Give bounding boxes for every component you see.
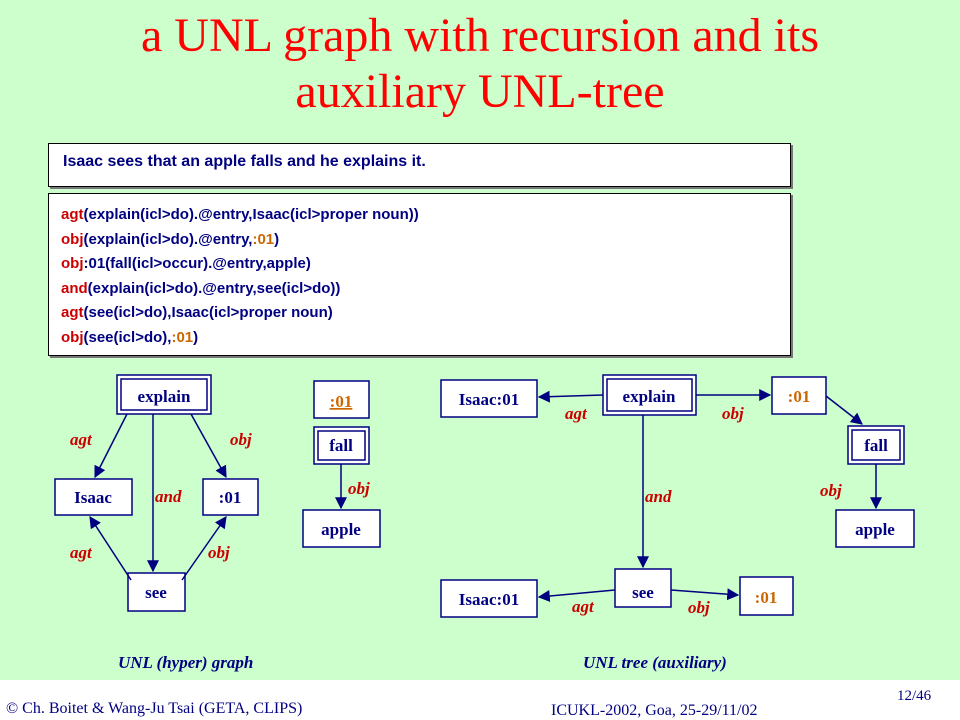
node-label: :01 bbox=[788, 387, 811, 406]
footer-venue: ICUKL-2002, Goa, 25-29/11/02 bbox=[551, 702, 758, 719]
slide-footer: © Ch. Boitet & Wang-Ju Tsai (GETA, CLIPS… bbox=[0, 680, 960, 720]
relation-name: obj bbox=[61, 230, 84, 248]
node-label: apple bbox=[855, 520, 895, 539]
tree-node-isaac-1: Isaac:01 bbox=[440, 379, 538, 418]
tree-node-apple: apple bbox=[835, 509, 915, 548]
slide-title: a UNL graph with recursion and its auxil… bbox=[0, 8, 960, 120]
hyper-graph-caption: UNL (hyper) graph bbox=[118, 653, 253, 672]
edge-label-obj: obj bbox=[208, 543, 230, 562]
edge-arrow bbox=[190, 413, 227, 479]
scope-subgraph: :01 fall apple obj bbox=[302, 380, 381, 548]
node-label: see bbox=[145, 583, 167, 602]
edge-label-and: and bbox=[155, 487, 182, 506]
edge-arrow bbox=[89, 515, 132, 581]
edge-label-agt: agt bbox=[70, 543, 93, 562]
relation-args: (explain(icl>do).@entry,see(icl>do)) bbox=[87, 279, 341, 297]
edge-arrow bbox=[537, 390, 604, 403]
subgraph-node-apple: apple bbox=[302, 509, 381, 548]
edge-label-obj: obj bbox=[230, 430, 252, 449]
edge-label-agt: agt bbox=[70, 430, 93, 449]
sentence-text: Isaac sees that an apple falls and he ex… bbox=[63, 153, 426, 170]
relation-args: (explain(icl>do).@entry, bbox=[83, 230, 253, 248]
unl-expression-box: agt(explain(icl>do).@entry,Isaac(icl>pro… bbox=[48, 193, 791, 356]
relation-name: agt bbox=[61, 304, 84, 321]
edge-label-agt: agt bbox=[565, 404, 588, 423]
title-line-2: auxiliary UNL-tree bbox=[295, 65, 665, 118]
node-label: Isaac:01 bbox=[459, 390, 519, 409]
tree-node-ref-2: :01 bbox=[739, 576, 794, 616]
relation-name: obj bbox=[61, 255, 84, 272]
page-number: 12/46 bbox=[897, 688, 932, 704]
edge-arrow bbox=[670, 588, 740, 601]
tree-node-fall: fall bbox=[847, 425, 905, 465]
unl-tree: Isaac:01 explain :01 fall apple see Isaa… bbox=[440, 374, 915, 672]
tree-node-isaac-2: Isaac:01 bbox=[440, 579, 538, 618]
relation-name: obj bbox=[61, 328, 84, 346]
tree-node-ref-1: :01 bbox=[771, 376, 827, 415]
edge-label-obj: obj bbox=[820, 481, 842, 500]
edge-label-obj: obj bbox=[722, 404, 744, 423]
tree-node-see: see bbox=[614, 568, 672, 608]
relation-close: ) bbox=[274, 230, 280, 248]
edge-label-and: and bbox=[645, 487, 672, 506]
unl-line: and(explain(icl>do).@entry,see(icl>do)) bbox=[61, 277, 778, 302]
unl-line: obj(explain(icl>do).@entry,:01) bbox=[61, 228, 778, 253]
node-label: explain bbox=[138, 387, 191, 406]
node-label: fall bbox=[329, 436, 353, 455]
unl-line: agt(explain(icl>do).@entry,Isaac(icl>pro… bbox=[61, 203, 778, 228]
hyper-node-isaac: Isaac bbox=[54, 478, 133, 516]
node-label: explain bbox=[623, 387, 676, 406]
scope-reference: :01 bbox=[252, 230, 275, 248]
edge-arrow bbox=[94, 413, 128, 479]
node-label: :01 bbox=[219, 488, 242, 507]
hyper-graph: explain Isaac :01 see agt obj and agt ob… bbox=[54, 374, 259, 672]
hyper-node-explain: explain bbox=[116, 374, 212, 415]
hyper-node-ref: :01 bbox=[202, 478, 259, 516]
relation-args: (see(icl>do), bbox=[83, 328, 172, 346]
relation-args: (see(icl>do),Isaac(icl>proper noun) bbox=[83, 304, 333, 321]
title-line-1: a UNL graph with recursion and its bbox=[140, 9, 820, 62]
node-label: Isaac bbox=[74, 488, 112, 507]
relation-name: and bbox=[61, 279, 88, 297]
relation-args: :01(fall(icl>occur).@entry,apple) bbox=[83, 255, 311, 272]
node-label: see bbox=[632, 583, 654, 602]
subgraph-node-fall: fall bbox=[313, 426, 370, 465]
edge-label-obj: obj bbox=[348, 479, 370, 498]
graph-diagrams: explain Isaac :01 see agt obj and agt ob… bbox=[54, 374, 915, 672]
scope-label: :01 bbox=[330, 392, 353, 411]
scope-reference: :01 bbox=[171, 328, 194, 346]
relation-name: agt bbox=[61, 206, 84, 223]
sentence-box: Isaac sees that an apple falls and he ex… bbox=[48, 143, 791, 187]
relation-args: (explain(icl>do).@entry,Isaac(icl>proper… bbox=[83, 206, 419, 223]
unl-line: obj(see(icl>do),:01) bbox=[61, 326, 778, 351]
edge-arrow bbox=[537, 589, 616, 602]
unl-line: obj:01(fall(icl>occur).@entry,apple) bbox=[61, 252, 778, 277]
unl-line: agt(see(icl>do),Isaac(icl>proper noun) bbox=[61, 301, 778, 326]
edge-label-obj: obj bbox=[688, 598, 710, 617]
node-label: fall bbox=[864, 436, 888, 455]
footer-copyright: © Ch. Boitet & Wang-Ju Tsai (GETA, CLIPS… bbox=[6, 700, 303, 717]
edge-label-agt: agt bbox=[572, 597, 595, 616]
edge-arrow bbox=[825, 395, 863, 425]
tree-node-explain: explain bbox=[602, 374, 697, 416]
edge-arrow bbox=[181, 516, 227, 581]
scope-label-node: :01 bbox=[313, 380, 370, 419]
relation-close: ) bbox=[193, 328, 199, 346]
node-label: Isaac:01 bbox=[459, 590, 519, 609]
hyper-node-see: see bbox=[127, 572, 186, 612]
node-label: apple bbox=[321, 520, 361, 539]
unl-tree-caption: UNL tree (auxiliary) bbox=[583, 653, 727, 672]
node-label: :01 bbox=[755, 588, 778, 607]
